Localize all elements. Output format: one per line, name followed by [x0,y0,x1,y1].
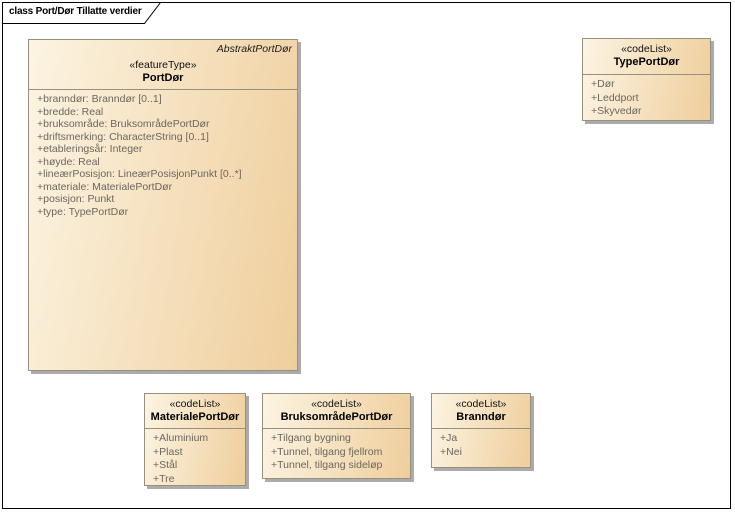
attribute-row: +etableringsår: Integer [29,143,297,156]
stereotype-label: «codeList» [169,398,221,410]
attribute-row: +Stål [145,459,245,473]
attribute-row: +type: TypePortDør [29,206,297,219]
stereotype-label: «featureType» [129,59,197,71]
visibility-marker: + [153,459,160,471]
class-box-portdor[interactable]: AbstraktPortDør «featureType» PortDør +b… [28,39,298,371]
attribute-row: +Dør [583,78,710,92]
attribute-text: etableringsår: Integer [43,143,143,155]
attribute-text: Stål [159,459,178,471]
attribute-row: +posisjon: Punkt [29,193,297,206]
attribute-row: +Tunnel, tilgang fjellrom [263,446,410,460]
attribute-text: Plast [159,445,183,458]
attribute-compartment: +Ja+Nei [432,429,530,467]
attribute-row: +branndør: Branndør [0..1] [29,93,297,106]
attribute-text: posisjon: Punkt [43,193,115,205]
visibility-marker: + [37,130,44,143]
visibility-marker: + [440,432,447,444]
tab-shape-icon [2,2,162,24]
attribute-text: bredde: Real [43,105,104,118]
visibility-marker: + [153,445,160,458]
attribute-row: +Skyvedør [583,105,710,119]
attribute-text: materiale: MaterialePortDør [43,180,173,193]
class-name: BruksområdePortDør [280,411,393,423]
visibility-marker: + [153,432,160,444]
diagram-title-tab: class Port/Dør Tillatte verdier [2,2,164,24]
attribute-row: +materiale: MaterialePortDør [29,181,297,194]
visibility-marker: + [271,432,278,444]
class-name: PortDør [142,72,184,84]
class-box-typeportdor[interactable]: «codeList» TypePortDør +Dør+Leddport+Sky… [582,38,711,121]
diagram-title: class Port/Dør Tillatte verdier [9,6,142,17]
visibility-marker: + [37,105,44,118]
visibility-marker: + [37,143,44,155]
visibility-marker: + [37,168,44,180]
class-name: MaterialePortDør [150,411,240,423]
attribute-row: +Nei [432,446,530,460]
attribute-text: Tunnel, tilgang sideløp [277,459,383,471]
attribute-compartment: +Aluminium+Plast+Stål+Tre [145,429,245,485]
stereotype-label: «codeList» [311,398,362,410]
attribute-row: +lineærPosisjon: LineærPosisjonPunkt [0.… [29,168,297,181]
attribute-compartment: +branndør: Branndør [0..1]+bredde: Real+… [29,90,297,370]
attribute-text: Tilgang bygning [277,432,351,444]
attribute-row: +Ja [432,432,530,446]
visibility-marker: + [37,93,44,105]
attribute-row: +Plast [145,446,245,460]
visibility-marker: + [37,155,44,168]
attribute-text: Tunnel, tilgang fjellrom [277,445,383,458]
attribute-text: Nei [446,445,462,458]
attribute-row: +Tunnel, tilgang sideløp [263,459,410,473]
visibility-marker: + [271,445,278,458]
class-box-materialeportdor[interactable]: «codeList» MaterialePortDør +Aluminium+P… [144,393,246,486]
class-header-branndor: «codeList» Branndør [432,394,530,429]
class-header-bruksomradeportdor: «codeList» BruksområdePortDør [263,394,410,429]
visibility-marker: + [37,118,44,130]
attribute-row: +Tre [145,473,245,486]
parent-class-label: AbstraktPortDør [216,43,292,55]
stereotype-label: «codeList» [621,43,672,55]
attribute-text: Dør [597,78,615,90]
attribute-text: driftsmerking: CharacterString [0..1] [43,130,209,143]
class-box-bruksomradeportdor[interactable]: «codeList» BruksområdePortDør +Tilgang b… [262,393,411,479]
attribute-text: Leddport [597,91,639,104]
attribute-row: +Leddport [583,92,710,106]
visibility-marker: + [591,78,598,90]
visibility-marker: + [591,105,598,117]
class-name: TypePortDør [613,56,680,68]
attribute-row: +driftsmerking: CharacterString [0..1] [29,131,297,144]
attribute-row: +Aluminium [145,432,245,446]
attribute-text: Skyvedør [597,105,642,117]
class-box-branndor[interactable]: «codeList» Branndør +Ja+Nei [431,393,531,468]
visibility-marker: + [591,91,598,104]
attribute-text: bruksområde: BruksområdePortDør [43,118,210,130]
class-header-typeportdor: «codeList» TypePortDør [583,39,710,75]
stereotype-label: «codeList» [455,398,507,410]
attribute-row: +bredde: Real [29,106,297,119]
attribute-row: +Tilgang bygning [263,432,410,446]
attribute-row: +høyde: Real [29,156,297,169]
visibility-marker: + [440,445,447,458]
visibility-marker: + [37,193,44,205]
attribute-text: branndør: Branndør [0..1] [43,93,162,105]
visibility-marker: + [153,472,160,485]
attribute-text: Tre [159,472,175,485]
class-header-portdor: AbstraktPortDør «featureType» PortDør [29,40,297,90]
attribute-row: +bruksområde: BruksområdePortDør [29,118,297,131]
visibility-marker: + [271,459,278,471]
attribute-text: høyde: Real [43,155,100,168]
visibility-marker: + [37,180,44,193]
attribute-text: type: TypePortDør [43,205,129,218]
attribute-text: Ja [446,432,458,444]
attribute-compartment: +Dør+Leddport+Skyvedør [583,75,710,120]
class-name: Branndør [456,411,506,423]
class-header-materialeportdor: «codeList» MaterialePortDør [145,394,245,429]
attribute-compartment: +Tilgang bygning+Tunnel, tilgang fjellro… [263,429,410,478]
visibility-marker: + [37,205,44,218]
attribute-text: Aluminium [159,432,209,444]
attribute-text: lineærPosisjon: LineærPosisjonPunkt [0..… [43,168,242,180]
